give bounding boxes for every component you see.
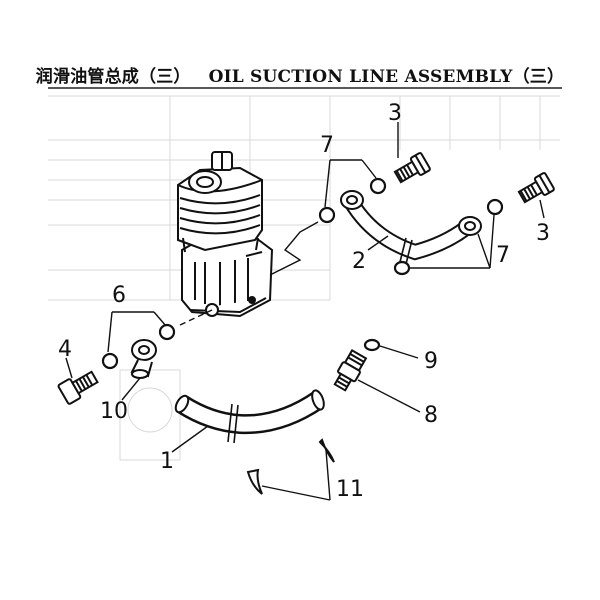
title-chinese: 润滑油管总成（三） [35, 67, 191, 87]
callout-3-right: 3 [536, 221, 550, 246]
bolt-icon [57, 370, 99, 405]
banjo-union-icon [130, 339, 157, 379]
callout-4: 4 [58, 337, 72, 362]
banjo-bolt-icon [393, 152, 555, 204]
o-ring-icon [363, 338, 381, 352]
callout-7-right: 7 [496, 243, 510, 268]
routing-line [269, 221, 319, 276]
page-title: 润滑油管总成（三） OIL SUCTION LINE ASSEMBLY（三） [20, 62, 580, 87]
leader-lines [65, 122, 545, 501]
washer-icon [318, 177, 504, 276]
callout-7-top: 7 [320, 133, 334, 158]
washer-small-icon [101, 323, 176, 370]
callout-11: 11 [336, 477, 364, 502]
pipe-upper-icon [340, 190, 482, 265]
callout-8: 8 [424, 403, 438, 428]
callout-3-top: 3 [388, 101, 402, 126]
callout-6: 6 [112, 283, 126, 308]
axis-line [179, 309, 213, 326]
callout-1: 1 [160, 449, 174, 474]
title-english: OIL SUCTION LINE ASSEMBLY（三） [208, 67, 565, 87]
callout-2: 2 [352, 249, 366, 274]
compressor-icon [177, 151, 274, 318]
hose-clamp-icon [246, 438, 335, 495]
callout-9: 9 [424, 349, 438, 374]
hose-icon [174, 389, 325, 444]
callout-10: 10 [100, 399, 128, 424]
elbow-fitting-icon [333, 349, 368, 392]
